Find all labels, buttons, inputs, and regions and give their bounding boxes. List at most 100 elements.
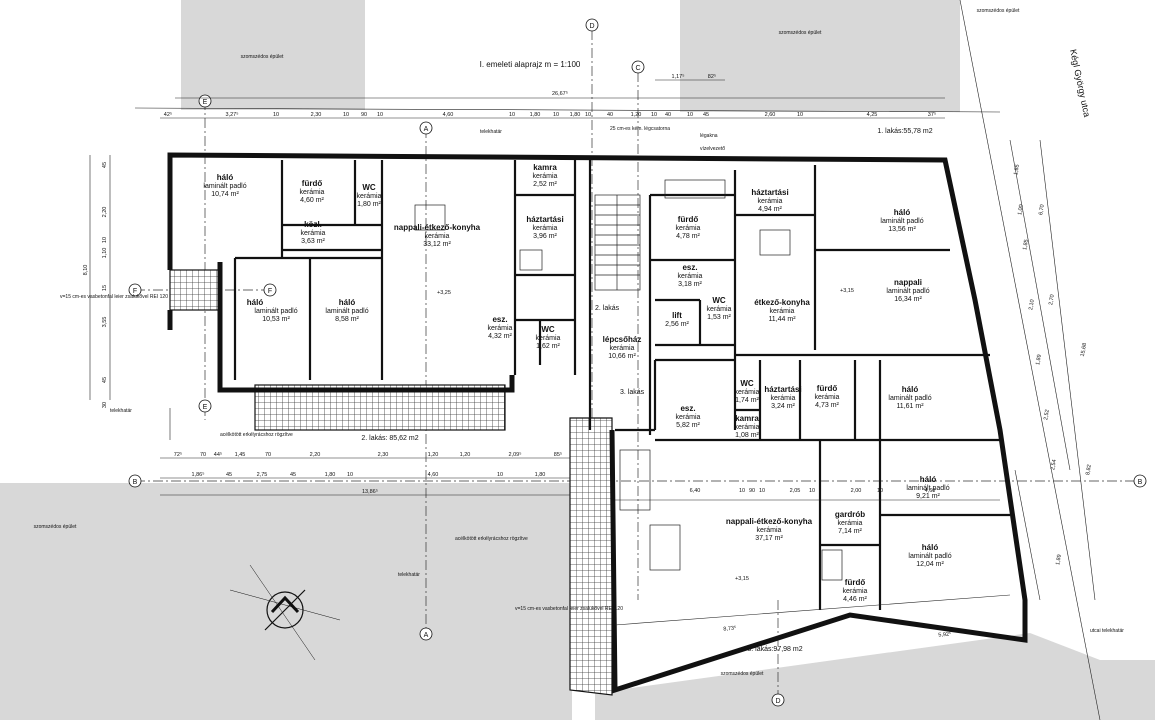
dimension-label: 2,60 (765, 112, 776, 118)
svg-text:lift: lift (672, 311, 682, 320)
dimension-label: 37⁵ (928, 111, 936, 118)
svg-text:v=15 cm-es vasbetonfal leier z: v=15 cm-es vasbetonfal leier zsalukővel … (60, 294, 168, 300)
svg-text:kerámia: kerámia (425, 233, 450, 240)
dimension-label: 1,20 (631, 112, 642, 118)
dimension-label: 4,60 (443, 112, 454, 118)
dimension-label: 10 (739, 488, 745, 494)
svg-text:25 cm-es kém. légcsatorna: 25 cm-es kém. légcsatorna (610, 126, 670, 132)
svg-text:D: D (589, 23, 594, 30)
svg-text:közl.: közl. (304, 220, 322, 229)
svg-text:háló: háló (922, 543, 939, 552)
svg-text:laminált padló: laminált padló (906, 485, 949, 492)
svg-text:3,18 m²: 3,18 m² (678, 281, 702, 288)
plan-title: I. emeleti alaprajz m = 1:100 (480, 60, 581, 69)
neighbor-label-1: szomszédos épület (241, 54, 284, 60)
dimension-label: 10 (377, 112, 383, 118)
dimension-label: 4,60 (925, 488, 936, 494)
dimension-label: 1,45 (235, 452, 246, 458)
svg-text:WC: WC (712, 296, 726, 305)
dimension-total-right: 2,70 (1048, 294, 1056, 306)
dimension-label: 1,80 (325, 472, 336, 478)
dimension-label: 45 (703, 112, 709, 118)
svg-text:1,62 m²: 1,62 m² (536, 343, 560, 350)
svg-text:fürdő: fürdő (817, 384, 838, 393)
svg-text:4,78 m²: 4,78 m² (676, 233, 700, 240)
interior-walls (233, 160, 1010, 610)
neighbor-label-5: szomszédos épület (977, 8, 1020, 14)
svg-text:3,63 m²: 3,63 m² (301, 238, 325, 245)
dimension-label: 2,05 (790, 488, 801, 494)
dimension-label: 10 (497, 472, 503, 478)
svg-text:WC: WC (362, 183, 376, 192)
dimension-label: 4,25 (867, 112, 878, 118)
svg-text:F: F (133, 288, 137, 295)
svg-text:A: A (424, 632, 429, 639)
dimension-total-left: 8,10 (83, 265, 89, 276)
staircase (594, 194, 641, 291)
dimension-label: 2,54 (1050, 459, 1058, 471)
svg-text:fürdő: fürdő (678, 215, 699, 224)
notes: v=15 cm-es vasbetonfal leier zsalukővel … (60, 126, 1124, 634)
svg-text:étkező-konyha: étkező-konyha (754, 298, 810, 307)
svg-text:kerámia: kerámia (676, 414, 701, 421)
svg-text:E: E (203, 404, 208, 411)
neighbor-label-2: szomszédos épület (779, 30, 822, 36)
svg-text:kerámia: kerámia (770, 308, 795, 315)
svg-text:háztartási: háztartási (526, 215, 563, 224)
level-marks: +3,25 +3,15 +3,15 2. lakás 3. lakás (437, 288, 854, 582)
dimension-label: 4,60 (428, 472, 439, 478)
dimension-label: 90 (749, 488, 755, 494)
neighbor-label-3: szomszédos épület (34, 524, 77, 530)
dimension-label: 3,27⁵ (226, 111, 239, 118)
svg-text:kerámia: kerámia (758, 198, 783, 205)
dimension-label: 2,09⁵ (509, 451, 522, 458)
dimension-label: 10 (273, 112, 279, 118)
svg-text:8,58 m²: 8,58 m² (335, 316, 359, 323)
svg-text:háló: háló (894, 208, 911, 217)
dimension-total-mid: 13,86⁵ (362, 488, 378, 495)
svg-text:4,32 m²: 4,32 m² (488, 333, 512, 340)
dimension-label: 44⁵ (214, 451, 222, 458)
svg-text:kamra: kamra (735, 414, 759, 423)
svg-text:+3,25: +3,25 (437, 290, 451, 296)
svg-text:+3,15: +3,15 (840, 288, 854, 294)
svg-text:kerámia: kerámia (707, 306, 732, 313)
dimension-label: 1,80 (535, 472, 546, 478)
svg-text:laminált padló: laminált padló (886, 288, 929, 295)
dimension-label: 2,52 (1043, 409, 1051, 421)
dimension-label: 30 (102, 402, 108, 408)
dimension-label: 1,80 (570, 112, 581, 118)
boundary-lines (134, 0, 1101, 720)
svg-text:11,61 m²: 11,61 m² (896, 403, 924, 410)
dimension-label: 1,00 (1017, 204, 1025, 216)
dimension-label: 10 (343, 112, 349, 118)
svg-text:laminált padló: laminált padló (325, 308, 368, 315)
dimension-label: 10 (687, 112, 693, 118)
dimension-label: 1,89 (1035, 354, 1043, 366)
svg-text:kerámia: kerámia (735, 389, 760, 396)
svg-text:kerámia: kerámia (843, 588, 868, 595)
svg-text:kerámia: kerámia (536, 335, 561, 342)
svg-text:háztartási: háztartási (751, 188, 788, 197)
svg-text:kerámia: kerámia (757, 527, 782, 534)
svg-text:kerámia: kerámia (300, 189, 325, 196)
dimension-label: 40 (665, 112, 671, 118)
svg-text:kamra: kamra (533, 163, 557, 172)
dimension-total-right: 8,82 (1085, 464, 1093, 476)
dimension-label: 10 (585, 112, 591, 118)
svg-text:C: C (635, 65, 640, 72)
svg-text:fürdő: fürdő (845, 578, 866, 587)
svg-text:4,46 m²: 4,46 m² (843, 596, 867, 603)
svg-text:acélkötött erkélyrácshoz rögzí: acélkötött erkélyrácshoz rögzítve (220, 432, 293, 438)
dimension-label: 70 (265, 452, 271, 458)
svg-text:2,56 m²: 2,56 m² (665, 321, 689, 328)
dimension-label: 6,40 (690, 488, 701, 494)
dimension-label: 10 (651, 112, 657, 118)
exterior-walls (167, 152, 1028, 694)
